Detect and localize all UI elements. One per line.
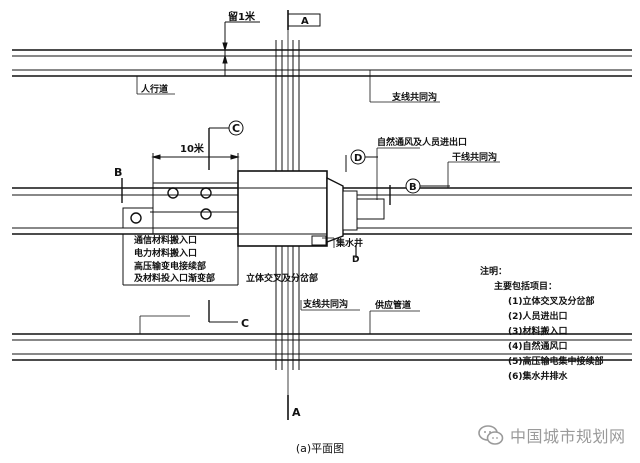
label-top-space: 留1米: [228, 10, 256, 23]
label-power-entry: 电力材料搬入口: [134, 247, 197, 259]
section-marker-b-right: [389, 178, 450, 205]
label-hv-joint-1: 高压输变电接续部: [134, 260, 206, 272]
marker-d-bottom-label: D: [352, 255, 359, 265]
notes-title: 注明：: [480, 265, 507, 277]
label-branch-trench-top: 支线共同沟: [391, 91, 437, 103]
wechat-icon: [478, 425, 504, 445]
dimension-10m: [151, 153, 240, 183]
watermark-text: 中国城市规划网: [510, 427, 626, 446]
marker-a-bottom-label: A: [292, 406, 301, 419]
leader-lines: [136, 70, 500, 334]
note-item-5: (5)高压输电集中接续部: [508, 355, 604, 367]
notes-subtitle: 主要包括项目：: [494, 280, 557, 292]
entry-hole-4: [130, 212, 142, 224]
section-marker-c-bottom: [208, 300, 238, 323]
note-item-4: (4)自然通风口: [508, 340, 568, 352]
dim-1m: [222, 21, 260, 76]
label-comm-entry: 通信材料搬入口: [134, 234, 197, 246]
marker-b-right-label: B: [409, 182, 417, 193]
watermark: 中国城市规划网: [478, 423, 626, 447]
note-item-1: (1)立体交叉及分岔部: [508, 295, 595, 307]
marker-c-bottom-label: C: [241, 317, 249, 330]
section-marker-c-top: [208, 120, 244, 170]
label-vent-entry: 自然通风及人员进出口: [377, 136, 467, 148]
entry-hole-2: [200, 187, 212, 199]
label-sump: 集水井: [335, 237, 363, 249]
label-crossing: 立体交叉及分岔部: [246, 272, 318, 284]
label-dim-10m: 10米: [180, 142, 205, 155]
bottom-road-lines: [12, 333, 632, 361]
notes-block: 注明： 主要包括项目： (1)立体交叉及分岔部 (2)人员进出口 (3)材料搬入…: [480, 265, 604, 382]
note-item-2: (2)人员进出口: [508, 310, 568, 322]
entry-hole-3: [200, 208, 212, 220]
label-sidewalk: 人行道: [140, 83, 168, 95]
vent-structure: [311, 176, 385, 246]
label-supply-pipe: 供应管道: [374, 299, 411, 311]
entrance-area: [122, 182, 239, 235]
label-main-trench: 干线共同沟: [452, 151, 497, 163]
section-marker-a-top: [287, 10, 321, 30]
section-marker-d: [345, 149, 378, 258]
label-hv-joint-2: 及材料投入口渐变部: [134, 272, 215, 284]
hatched-zone: [122, 234, 239, 286]
crossing-box: [237, 170, 328, 247]
marker-b-left-label: B: [114, 166, 122, 179]
top-road-lines: [12, 49, 632, 77]
marker-a-top-label: A: [301, 16, 309, 27]
note-item-3: (3)材料搬入口: [508, 325, 568, 337]
entry-hole-1: [167, 187, 179, 199]
marker-d-top-label: D: [354, 153, 362, 164]
label-branch-trench-bottom: 支线共同沟: [302, 298, 348, 310]
marker-c-top-label: C: [232, 122, 240, 135]
note-item-6: (6)集水井排水: [508, 370, 568, 382]
figure-caption: (a)平面图: [295, 442, 345, 455]
